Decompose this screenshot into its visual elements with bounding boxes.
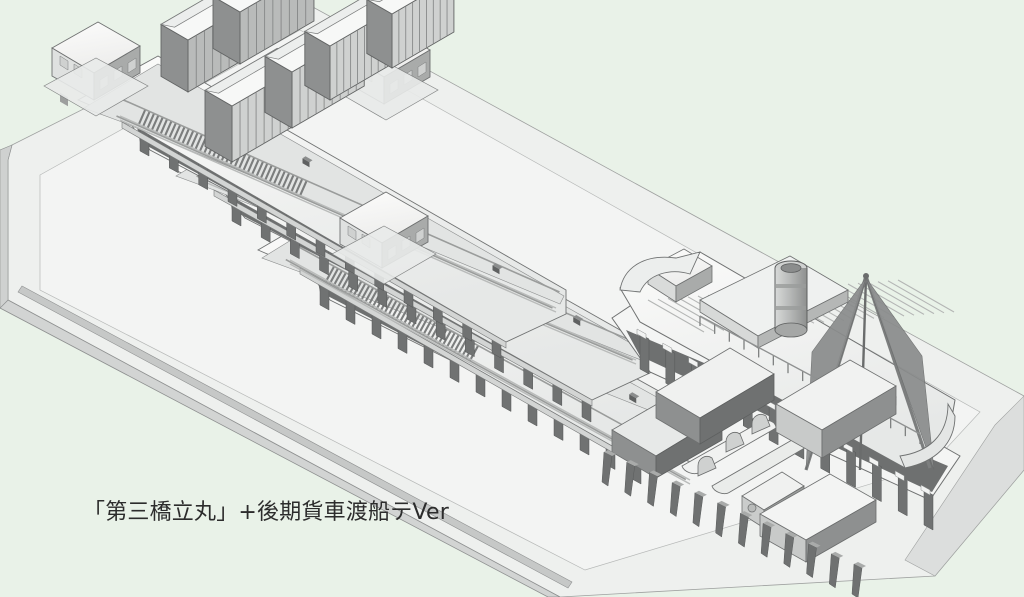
track-sleeper bbox=[246, 157, 256, 175]
funnel bbox=[774, 260, 808, 338]
page-caption: 「第三橋立丸」+後期貨車渡船テVer bbox=[83, 500, 449, 525]
trestle bbox=[601, 450, 616, 487]
track-sleeper bbox=[150, 114, 160, 132]
track-sleeper bbox=[294, 178, 304, 196]
bollard bbox=[629, 392, 640, 404]
track-sleeper bbox=[163, 120, 173, 138]
bollard bbox=[492, 263, 503, 275]
deck-plank bbox=[647, 299, 705, 333]
track-sleeper bbox=[441, 329, 452, 347]
track-sleeper bbox=[172, 124, 182, 142]
track-sleeper bbox=[237, 153, 247, 171]
track-sleeper bbox=[241, 155, 251, 173]
track-sleeper bbox=[285, 174, 295, 192]
track-sleeper bbox=[272, 168, 282, 186]
hull-rib bbox=[843, 442, 856, 488]
deckhouse-barge1 bbox=[43, 21, 149, 117]
track-sleeper bbox=[193, 134, 203, 152]
track-sleeper bbox=[336, 272, 347, 289]
deck-plank bbox=[887, 280, 945, 314]
track-sleeper bbox=[328, 267, 340, 285]
track-sleeper bbox=[176, 126, 186, 144]
track-sleeper bbox=[141, 111, 151, 129]
hull-rib bbox=[920, 484, 934, 531]
track-sleeper bbox=[180, 128, 190, 146]
track-sleeper bbox=[390, 302, 402, 319]
track-sleeper bbox=[414, 314, 425, 332]
track-sleeper bbox=[422, 319, 433, 336]
deck-plank bbox=[877, 281, 935, 315]
trestle bbox=[624, 460, 639, 497]
track-sleeper bbox=[154, 116, 164, 134]
track-sleeper bbox=[146, 112, 156, 130]
track-sleeper bbox=[289, 176, 299, 194]
trestle bbox=[783, 531, 798, 568]
track-sleeper bbox=[425, 321, 437, 338]
boxcar bbox=[366, 0, 455, 69]
track-sleeper bbox=[268, 166, 278, 184]
boxcar-ground-2 bbox=[775, 359, 897, 459]
boxcar bbox=[212, 0, 315, 65]
boxcar-group bbox=[160, 0, 455, 163]
bollard bbox=[573, 315, 584, 326]
track-sleeper bbox=[255, 160, 265, 178]
track-sleeper bbox=[383, 297, 394, 315]
track-sleeper bbox=[159, 118, 169, 136]
trestle bbox=[692, 490, 707, 528]
track-sleeper bbox=[394, 304, 406, 321]
trestle bbox=[851, 562, 866, 597]
track-sleeper bbox=[281, 172, 291, 190]
deckhouse-barge2 bbox=[331, 191, 437, 285]
track-sleeper bbox=[189, 132, 199, 150]
trestle bbox=[669, 480, 685, 517]
track-sleeper bbox=[355, 282, 367, 300]
track-sleeper bbox=[332, 270, 343, 287]
deck-plank bbox=[657, 298, 715, 332]
track-sleeper bbox=[453, 336, 464, 353]
ground-trestles bbox=[601, 450, 866, 597]
track-sleeper bbox=[298, 180, 308, 198]
track-sleeper bbox=[445, 332, 456, 349]
track-sleeper bbox=[367, 289, 379, 306]
steam-locomotive bbox=[681, 414, 809, 529]
trestle bbox=[806, 541, 821, 579]
trestle bbox=[760, 521, 776, 558]
deck-plank bbox=[897, 279, 955, 313]
track-sleeper bbox=[418, 317, 429, 334]
track-sleeper bbox=[363, 287, 375, 304]
track-sleeper bbox=[137, 109, 147, 127]
hull-rib bbox=[894, 470, 908, 517]
trestle bbox=[715, 500, 730, 538]
hull-rib bbox=[869, 456, 882, 503]
track-sleeper bbox=[250, 159, 260, 177]
track-sleeper bbox=[324, 265, 336, 283]
deck-plank bbox=[867, 281, 925, 315]
track-sleeper bbox=[359, 285, 371, 302]
trestle bbox=[647, 470, 662, 507]
track-sleeper bbox=[276, 170, 286, 188]
track-sleeper bbox=[387, 299, 398, 317]
hull-rib bbox=[636, 328, 650, 375]
track-sleeper bbox=[259, 162, 269, 180]
track-sleeper bbox=[263, 164, 273, 182]
boxcar-ground-1 bbox=[655, 347, 775, 445]
hull-rib bbox=[662, 342, 676, 389]
deck-plank bbox=[857, 282, 915, 316]
track-rail bbox=[116, 115, 553, 309]
track-sleeper bbox=[185, 130, 195, 148]
trestle bbox=[829, 551, 844, 589]
track-sleeper bbox=[340, 274, 351, 291]
track-sleeper bbox=[167, 122, 177, 140]
track-rail bbox=[123, 99, 560, 293]
rolling-stock-ground bbox=[601, 347, 897, 597]
track-sleeper bbox=[449, 334, 460, 351]
bollard bbox=[302, 156, 313, 168]
trestle bbox=[738, 511, 753, 548]
